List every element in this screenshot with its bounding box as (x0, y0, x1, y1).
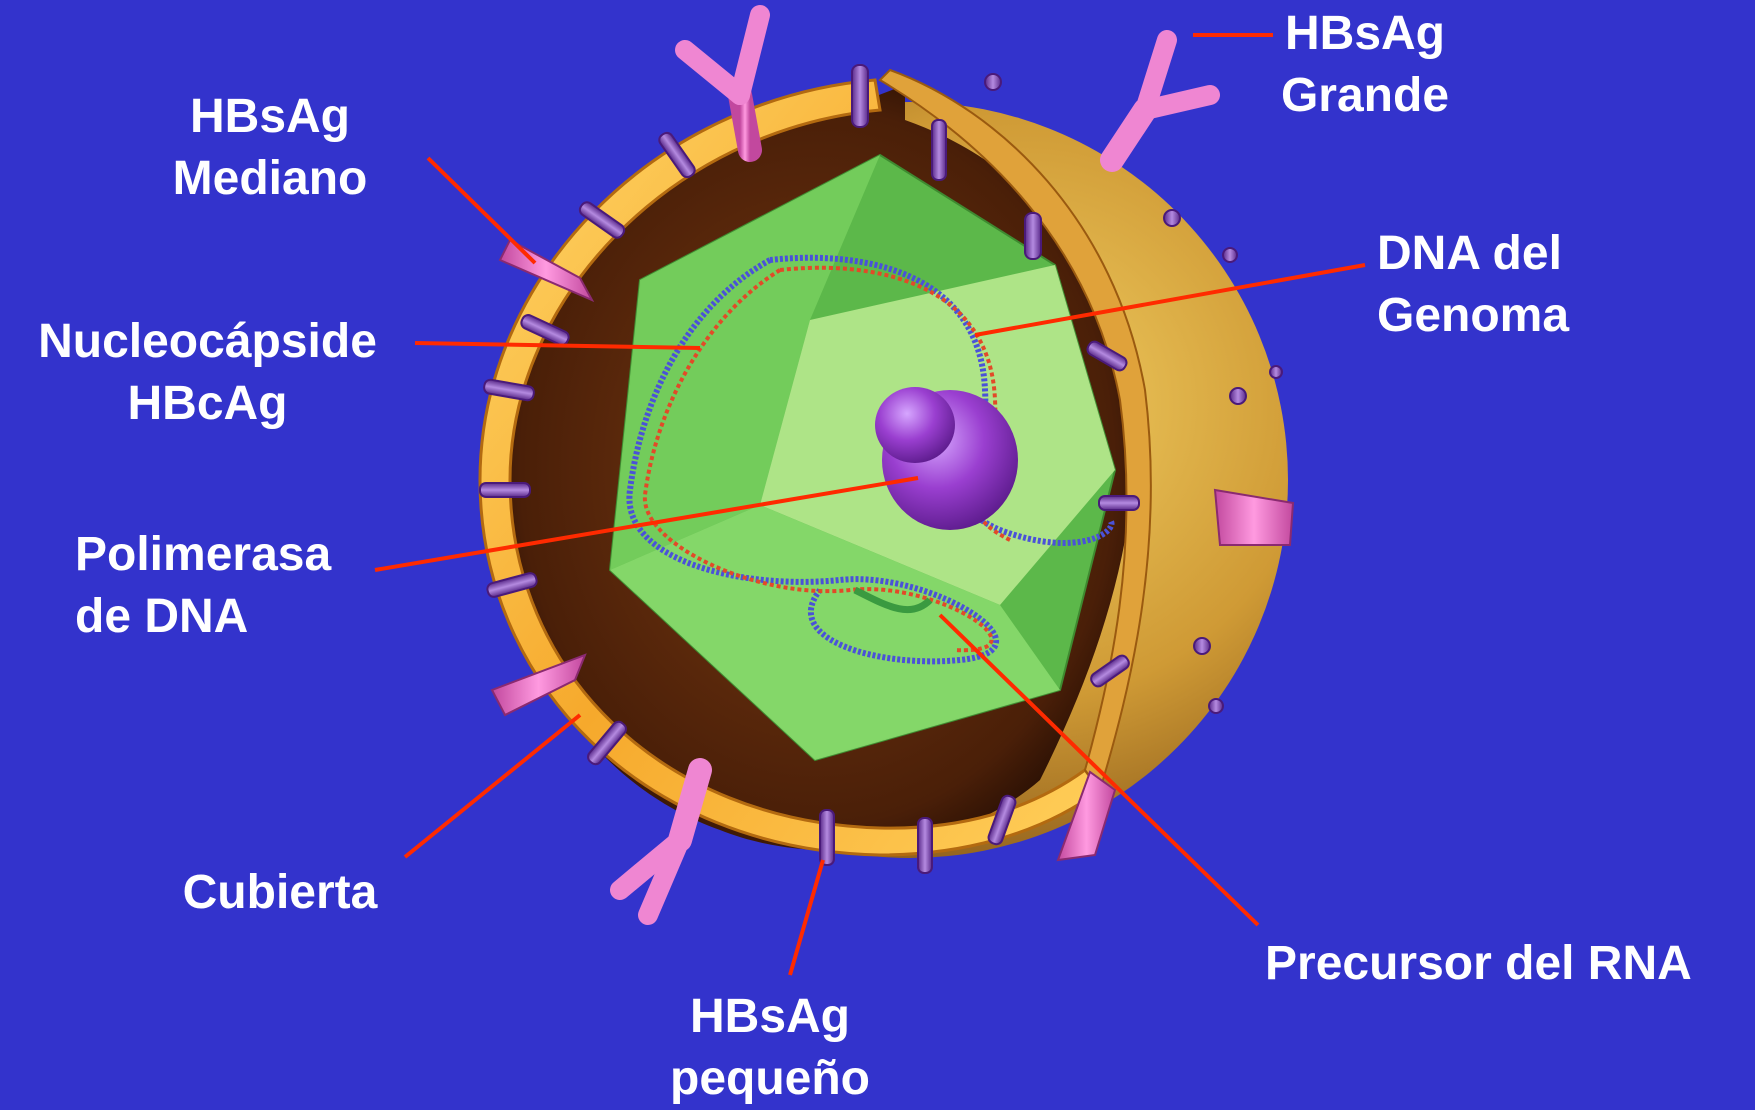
leader-line-hbsag-mediano (428, 158, 535, 263)
small-protein (918, 818, 932, 873)
label-line: pequeño (640, 1048, 900, 1110)
leader-line-hbsag-pequeno (790, 860, 823, 975)
label-line: de DNA (75, 586, 331, 648)
label-line: HBsAg (1245, 3, 1485, 65)
label-polimerasa: Polimerasa de DNA (75, 524, 331, 648)
surface-dot (1270, 366, 1282, 378)
label-line: HBsAg (640, 986, 900, 1048)
label-line: HBsAg (140, 86, 400, 148)
surface-dot (1230, 388, 1246, 404)
surface-dot (1194, 638, 1210, 654)
surface-dot (985, 74, 1001, 90)
surface-dot (1164, 210, 1180, 226)
small-protein (1025, 213, 1041, 259)
label-line: Grande (1245, 65, 1485, 127)
small-protein (932, 120, 946, 180)
label-hbsag-grande: HBsAg Grande (1245, 3, 1485, 127)
label-line: Polimerasa (75, 524, 331, 586)
label-line: HBcAg (10, 373, 405, 435)
small-protein (852, 65, 868, 127)
label-precursor-rna: Precursor del RNA (1265, 933, 1692, 995)
label-line: Mediano (140, 148, 400, 210)
label-cubierta: Cubierta (150, 862, 410, 924)
label-nucleocapside: Nucleocápside HBcAg (10, 311, 405, 435)
label-line: DNA del (1377, 223, 1569, 285)
small-protein (1099, 496, 1139, 510)
label-line: Cubierta (150, 862, 410, 924)
label-dna-genoma: DNA del Genoma (1377, 223, 1569, 347)
dna-polymerase-lobe (875, 387, 955, 463)
small-protein (480, 483, 530, 497)
label-hbsag-mediano: HBsAg Mediano (140, 86, 400, 210)
label-line: Precursor del RNA (1265, 933, 1692, 995)
label-line: Nucleocápside (10, 311, 405, 373)
leader-line-cubierta (405, 715, 580, 857)
label-hbsag-pequeno: HBsAg pequeño (640, 986, 900, 1110)
large-protein-arm (740, 15, 760, 95)
surface-dot (1223, 248, 1237, 262)
surface-dot (1209, 699, 1223, 713)
label-line: Genoma (1377, 285, 1569, 347)
small-protein (820, 810, 834, 865)
